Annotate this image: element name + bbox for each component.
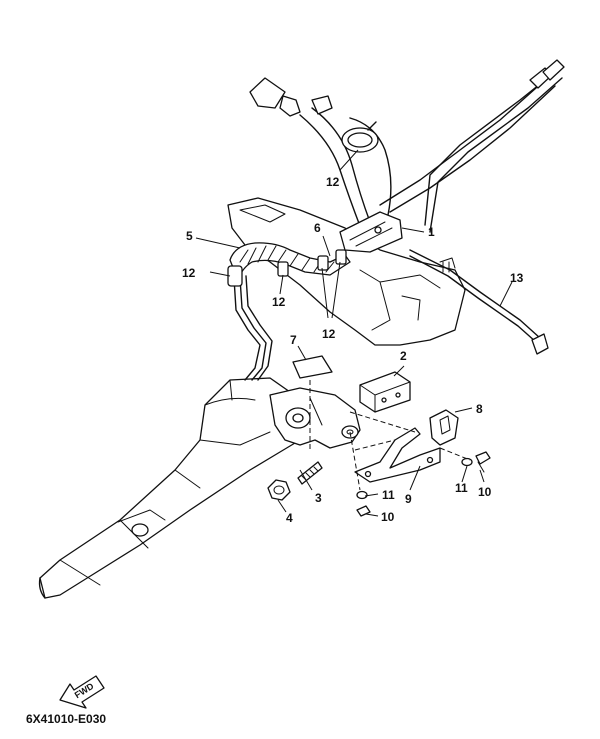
callout-12-bottom: 12 (322, 327, 336, 341)
fwd-arrow-icon: FWD (59, 675, 105, 709)
part-4-nut (267, 479, 291, 501)
engine-cowling (227, 197, 466, 346)
callout-8: 8 (476, 402, 483, 416)
callout-7: 7 (290, 333, 297, 347)
callout-1: 1 (428, 225, 435, 239)
callout-12-left: 12 (182, 266, 196, 280)
diagram-code: 6X41010-E030 (26, 712, 107, 726)
callout-10-right: 10 (478, 485, 492, 499)
mount-bracket (269, 387, 361, 449)
assembly-lines (309, 380, 471, 491)
part-3-stud (297, 461, 323, 485)
callout-13: 13 (510, 271, 524, 285)
callout-11-left: 11 (382, 488, 395, 502)
callout-12-mid: 12 (272, 295, 286, 309)
callout-10-left: 10 (381, 510, 395, 524)
part-10-bolt-left (356, 505, 371, 517)
callouts: 1 2 3 4 5 6 7 8 9 10 10 11 11 12 12 12 1… (182, 175, 524, 525)
tiller-handle (38, 377, 301, 599)
callout-2: 2 (400, 349, 407, 363)
leader-lines (195, 149, 513, 517)
callout-11-right: 11 (455, 481, 468, 495)
part-8-holder (429, 409, 459, 446)
part-9-bracket (354, 427, 441, 483)
callout-4: 4 (286, 511, 293, 525)
callout-3: 3 (315, 491, 322, 505)
callout-6: 6 (314, 221, 321, 235)
callout-12-top: 12 (326, 175, 340, 189)
wire-harness (227, 59, 565, 381)
callout-5: 5 (186, 229, 193, 243)
part-10-bolt-right (475, 451, 491, 473)
part-2-block (359, 371, 411, 413)
part-7-plate (292, 355, 333, 379)
part-11-washer-left (356, 490, 368, 500)
part-11-washer-right (461, 457, 473, 467)
callout-9: 9 (405, 492, 412, 506)
